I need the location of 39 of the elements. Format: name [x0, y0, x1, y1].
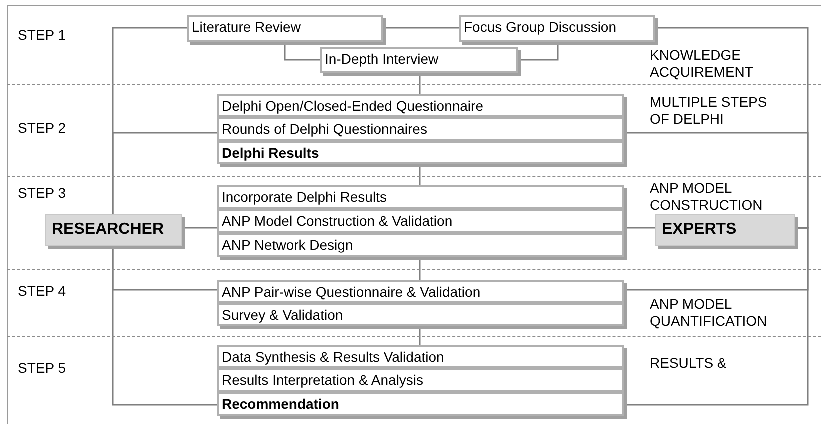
process-box: Delphi Results	[217, 141, 624, 164]
process-box: Rounds of Delphi Questionnaires	[217, 117, 624, 141]
connector-line	[624, 227, 809, 406]
process-box: Data Synthesis & Results Validation	[217, 345, 624, 368]
actor-box: RESEARCHER	[45, 214, 182, 246]
connector-line	[624, 132, 809, 229]
phase-label: ANP MODEL CONSTRUCTION	[650, 180, 760, 214]
phase-label: ANP MODEL QUANTIFICATION	[650, 296, 768, 330]
connector-line	[419, 164, 421, 185]
phase-label: RESULTS &	[650, 355, 728, 372]
process-box: Results Interpretation & Analysis	[217, 368, 624, 392]
step-label: STEP 4	[18, 283, 67, 300]
process-box: ANP Pair-wise Questionnaire & Validation	[217, 280, 624, 303]
connector-line	[419, 73, 421, 94]
connector-line	[624, 227, 655, 229]
connector-line	[112, 132, 217, 214]
actor-box: EXPERTS	[655, 214, 795, 246]
connector-line	[419, 326, 421, 345]
phase-label: KNOWLEDGE ACQUIREMENT	[650, 47, 754, 81]
connector-line	[284, 42, 320, 61]
process-box: ANP Network Design	[217, 233, 624, 257]
connector-line	[419, 257, 421, 280]
step-label: STEP 1	[18, 27, 67, 44]
process-box: Survey & Validation	[217, 303, 624, 326]
connector-line	[383, 27, 459, 29]
process-box: In-Depth Interview	[320, 47, 518, 73]
step-label: STEP 2	[18, 120, 67, 137]
connector-line	[112, 246, 217, 406]
connector-line	[518, 42, 559, 61]
step-label: STEP 5	[18, 360, 67, 377]
process-box: Focus Group Discussion	[459, 15, 655, 42]
process-box: Literature Review	[187, 15, 383, 42]
process-box: ANP Model Construction & Validation	[217, 209, 624, 233]
process-box: Recommendation	[217, 392, 624, 416]
process-box: Incorporate Delphi Results	[217, 185, 624, 209]
phase-label: MULTIPLE STEPS OF DELPHI	[650, 94, 768, 128]
step-label: STEP 3	[18, 185, 67, 202]
process-box: Delphi Open/Closed-Ended Questionnaire	[217, 94, 624, 117]
connector-line	[182, 227, 217, 229]
